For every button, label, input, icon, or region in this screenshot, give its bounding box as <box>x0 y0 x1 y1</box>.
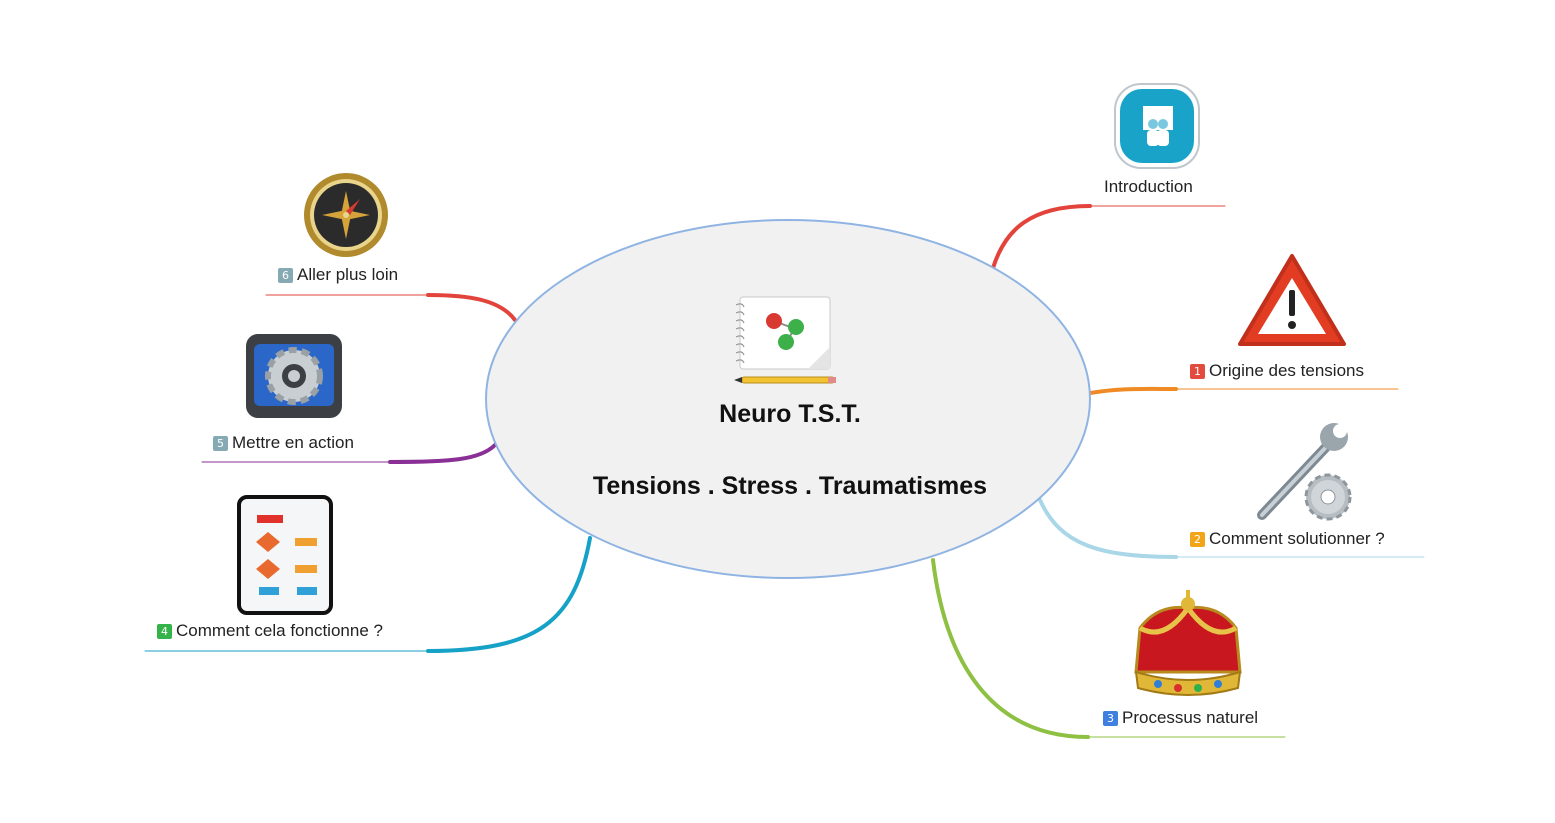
branch-label: Aller plus loin <box>297 265 399 284</box>
connector-fonctionne <box>426 536 592 653</box>
branch-introduction[interactable]: Introduction <box>1104 177 1193 197</box>
number-badge: 1 <box>1190 363 1205 379</box>
flowchart-icon <box>237 495 333 615</box>
connector-action <box>388 443 497 464</box>
connector-processus <box>931 558 1090 739</box>
central-topic-shape[interactable] <box>485 219 1091 579</box>
branch-solutionner[interactable]: 2 Comment solutionner ? <box>1190 529 1385 549</box>
branch-label: Mettre en action <box>232 433 354 452</box>
central-topic-title[interactable]: Neuro T.S.T. <box>719 400 861 428</box>
central-topic-subtitle[interactable]: Tensions . Stress . Traumatismes <box>592 472 988 500</box>
number-badge: 6 <box>278 267 293 283</box>
number-badge: 2 <box>1190 531 1205 547</box>
branch-label: Introduction <box>1104 177 1193 196</box>
branch-plus-loin[interactable]: 6 Aller plus loin <box>278 265 398 285</box>
connector-origine <box>1088 386 1178 395</box>
crown-icon <box>1134 590 1242 696</box>
warning-icon <box>1238 254 1346 346</box>
branch-label: Origine des tensions <box>1209 361 1364 380</box>
number-badge: 5 <box>213 435 228 451</box>
connector-solutionner <box>1038 498 1178 559</box>
number-badge: 3 <box>1103 710 1118 726</box>
presentation-icon <box>1114 83 1200 169</box>
branch-label: Processus naturel <box>1122 708 1259 727</box>
branch-origine[interactable]: 1 Origine des tensions <box>1190 361 1364 381</box>
compass-icon <box>304 173 388 257</box>
connector-plus-loin <box>426 293 517 322</box>
branch-processus[interactable]: 3 Processus naturel <box>1103 708 1258 728</box>
branch-label: Comment solutionner ? <box>1209 529 1385 548</box>
wrench-gear-icon <box>1257 423 1352 521</box>
notebook-molecule-icon <box>734 296 836 384</box>
settings-gear-icon <box>246 334 342 418</box>
number-badge: 4 <box>157 623 172 639</box>
connectors <box>144 204 1425 739</box>
connector-introduction <box>991 204 1092 270</box>
branch-fonctionne[interactable]: 4 Comment cela fonctionne ? <box>157 621 383 641</box>
branch-action[interactable]: 5 Mettre en action <box>213 433 354 453</box>
branch-label: Comment cela fonctionne ? <box>176 621 383 640</box>
